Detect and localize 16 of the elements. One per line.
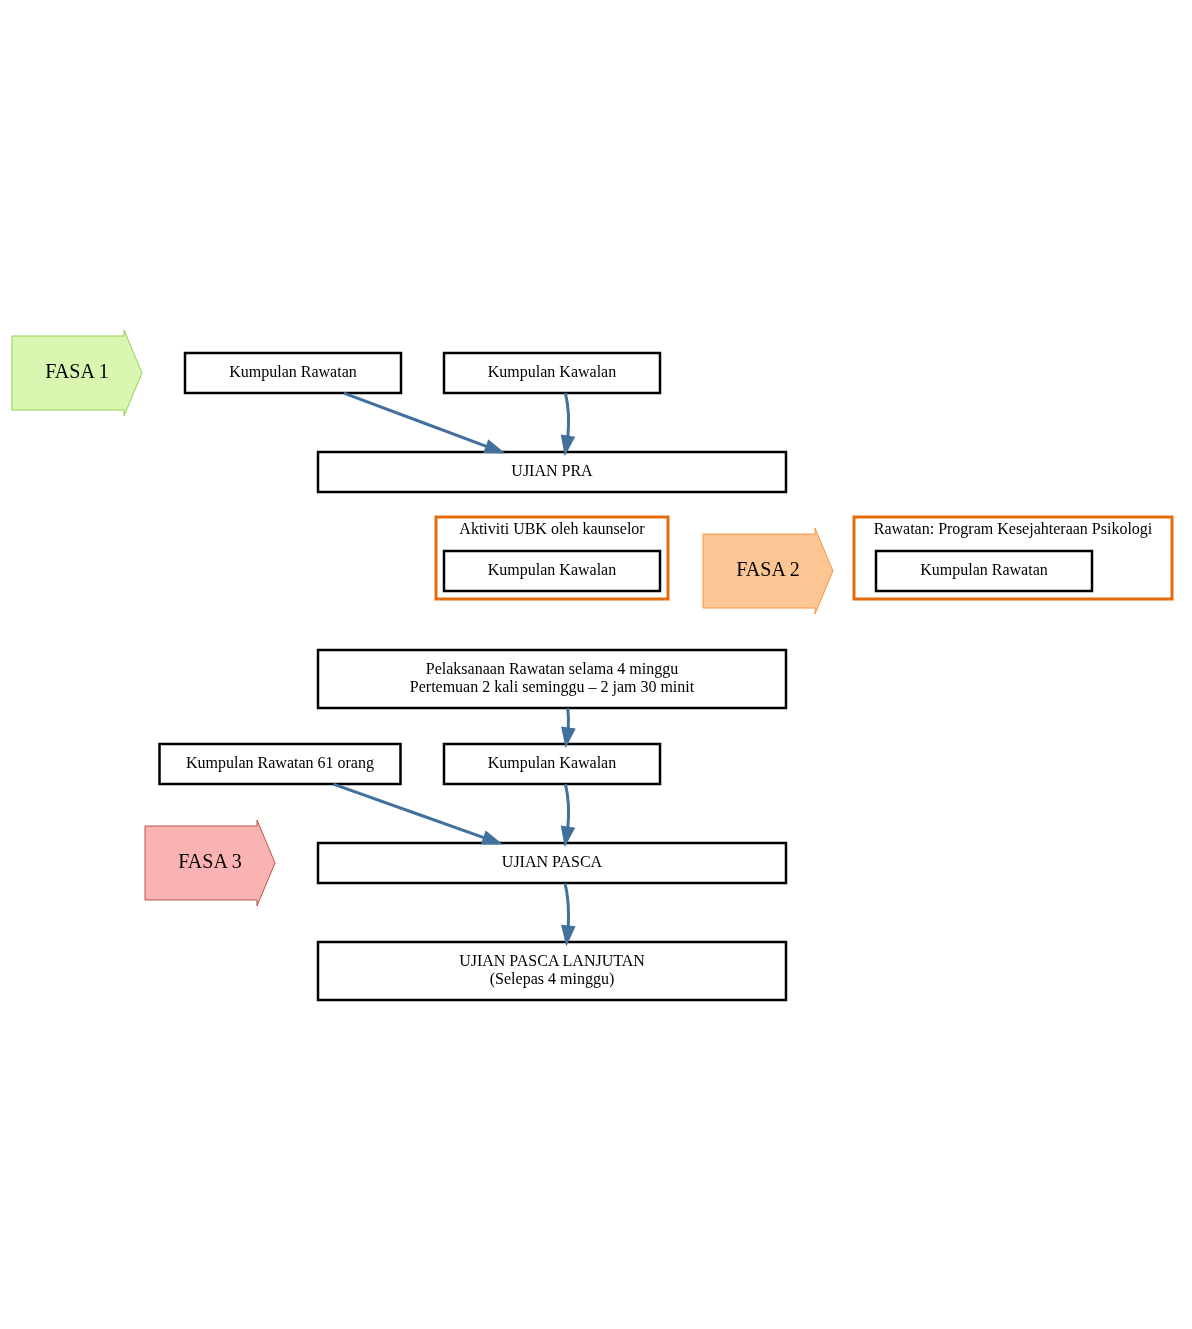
arrow	[560, 783, 576, 847]
arrow	[343, 391, 506, 454]
node-box: Kumpulan Kawalan	[442, 549, 662, 592]
arrow	[332, 782, 503, 845]
node-box: Kumpulan Kawalan	[442, 351, 662, 394]
node-box: Kumpulan Rawatan 61 orang	[158, 742, 402, 785]
node-box: UJIAN PASCA LANJUTAN (Selepas 4 minggu)	[316, 940, 788, 1001]
node-box: Kumpulan Rawatan	[874, 549, 1094, 592]
node-box: Kumpulan Kawalan	[442, 742, 662, 785]
node-box: Kumpulan Rawatan	[183, 351, 403, 394]
arrow	[560, 392, 576, 456]
arrow	[561, 707, 576, 748]
arrow	[561, 882, 576, 946]
node-box: UJIAN PRA	[316, 450, 788, 493]
node-box: Pelaksanaan Rawatan selama 4 minggu Pertemuan 2 kali seminggu – 2 jam 30 minit	[316, 648, 788, 709]
node-box: UJIAN PASCA	[316, 841, 788, 884]
